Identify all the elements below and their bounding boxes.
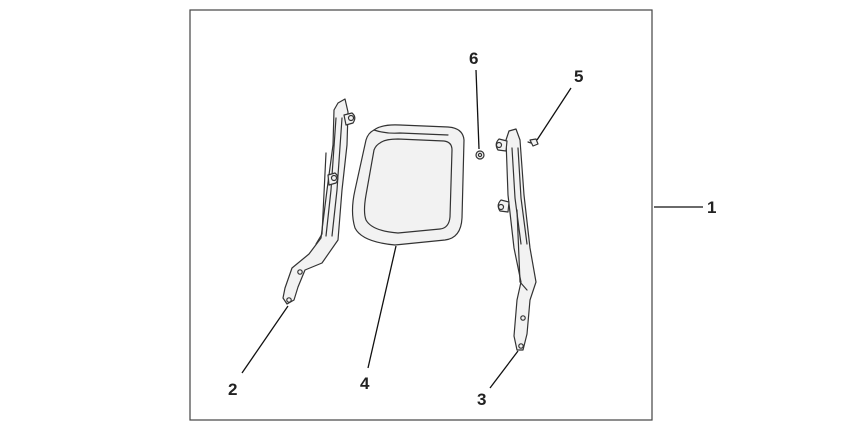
leader-line-2 (241, 305, 289, 374)
callout-1: 1 (707, 198, 716, 217)
bolt[interactable] (527, 138, 539, 147)
callout-4: 4 (360, 374, 370, 393)
callout-6: 6 (469, 49, 478, 68)
callout-2: 2 (228, 380, 237, 399)
kit-frame (189, 9, 653, 421)
callout-5: 5 (574, 67, 583, 86)
leader-line-6 (475, 69, 480, 150)
right-backrest-stay[interactable] (495, 128, 537, 351)
backrest-pad[interactable] (351, 124, 465, 246)
callout-3: 3 (477, 390, 486, 409)
left-backrest-stay[interactable] (282, 98, 356, 305)
leader-line-3 (489, 350, 519, 389)
leader-line-4 (367, 245, 397, 369)
nut[interactable] (475, 150, 485, 160)
leader-line-5 (536, 87, 572, 141)
